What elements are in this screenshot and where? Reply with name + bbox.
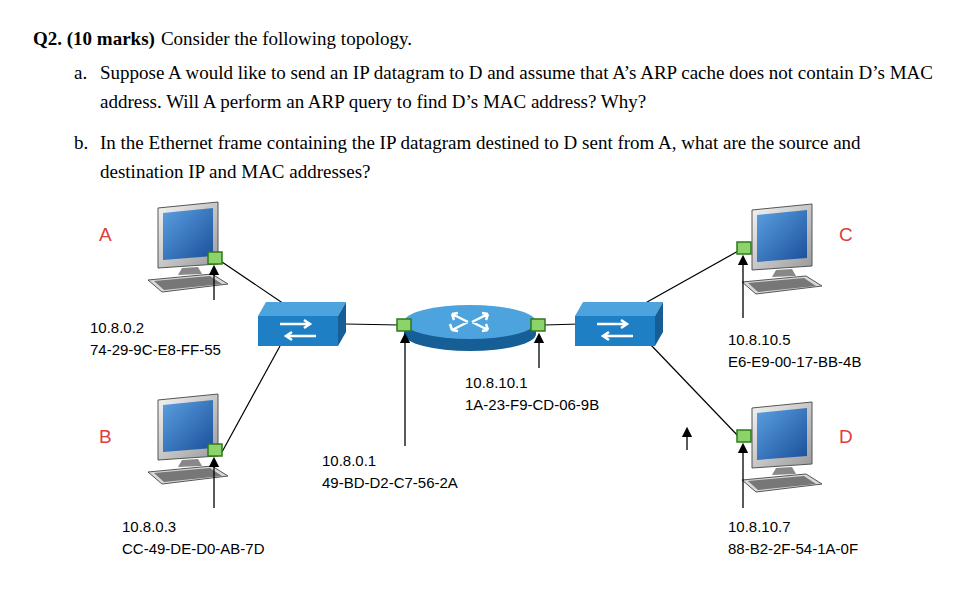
ip-address: 10.8.0.3 (122, 518, 176, 536)
item-letter: b. (74, 128, 88, 157)
question-text: Consider the following topology. (161, 24, 412, 53)
mac-address: E6-E9-00-17-BB-4B (728, 353, 861, 371)
host-letter: D (839, 426, 853, 447)
mac-address: 1A-23-F9-CD-06-9B (465, 396, 599, 414)
question-heading: Q2. (10 marks) (33, 24, 155, 53)
mac-address: 88-B2-2F-54-1A-0F (728, 540, 858, 558)
ip-address: 10.8.0.1 (322, 452, 376, 470)
ip-address: 10.8.10.1 (465, 374, 528, 392)
question-text: In the Ethernet frame containing the IP … (100, 128, 945, 186)
mac-address: CC-49-DE-D0-AB-7D (122, 540, 265, 558)
ip-address: 10.8.10.7 (728, 518, 791, 536)
host-letter: C (839, 224, 853, 245)
question-text: Suppose A would like to send an IP datag… (100, 58, 945, 116)
host-label: C (839, 224, 853, 246)
item-letter: a. (74, 58, 87, 87)
host-letter: B (99, 426, 112, 447)
ip-address: 10.8.10.5 (728, 331, 791, 349)
host-label: D (839, 426, 853, 448)
host-label: A (99, 224, 112, 246)
ip-address: 10.8.0.2 (90, 319, 144, 337)
mac-address: 74-29-9C-E8-FF-55 (90, 341, 221, 359)
host-label: B (99, 426, 112, 448)
host-letter: A (99, 224, 112, 245)
mac-address: 49-BD-D2-C7-56-2A (322, 474, 458, 492)
